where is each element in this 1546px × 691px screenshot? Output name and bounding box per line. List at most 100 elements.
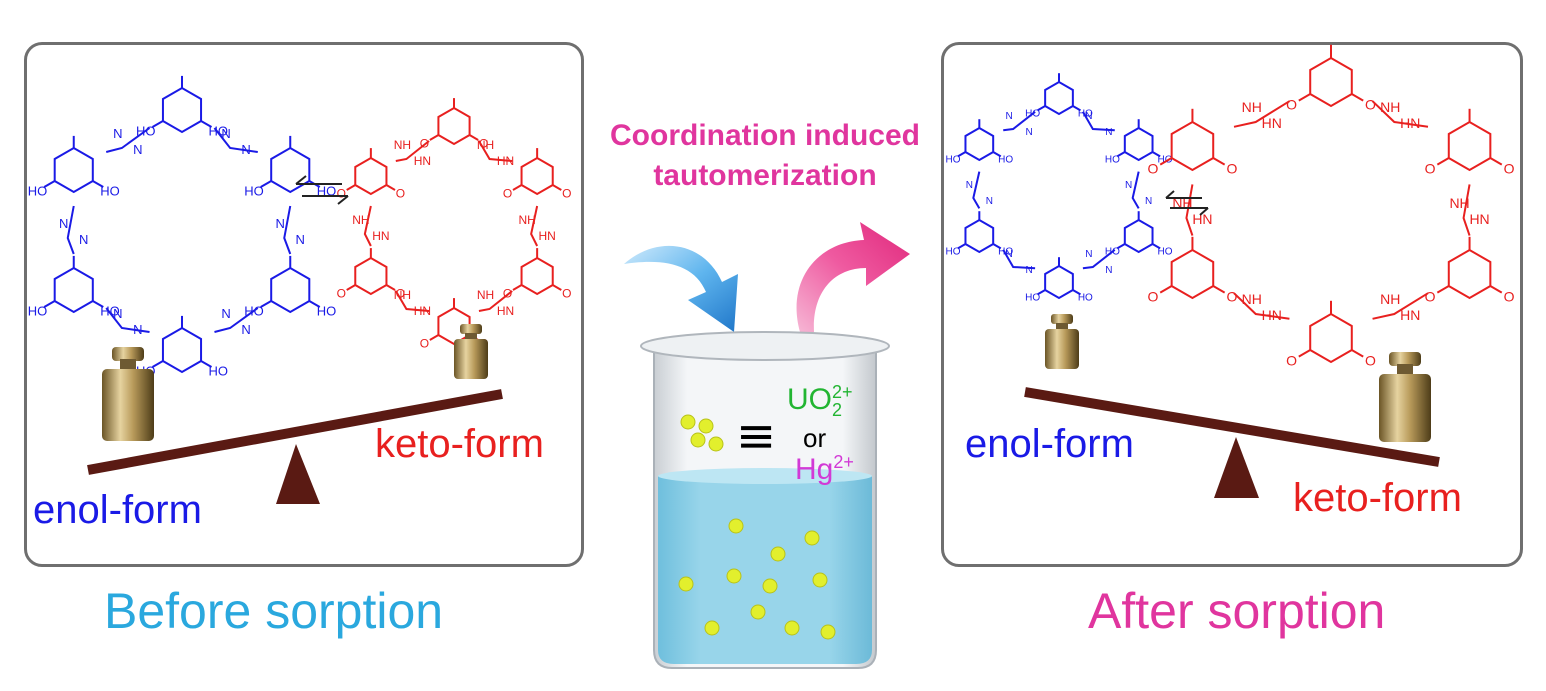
atom-label: HO <box>317 183 337 198</box>
atom-label: N <box>59 216 68 231</box>
atom-label: N <box>1006 111 1013 122</box>
equiv-symbol: ≡ <box>736 408 777 464</box>
atom-label: HO <box>1158 155 1173 166</box>
hydrazone-linker <box>213 127 258 153</box>
substituent-bond <box>1152 243 1161 250</box>
hydrazone-linker <box>395 140 430 162</box>
inflow-arrow <box>624 245 738 332</box>
atom-label: HO <box>945 247 960 258</box>
atom-label: N <box>276 216 285 231</box>
atom-label: N <box>221 306 230 321</box>
substituent-bond <box>957 243 966 250</box>
substituent-bond <box>92 300 104 308</box>
atom-label: N <box>1006 249 1013 260</box>
hydrazone-linker <box>214 307 259 333</box>
hydrazone-linker <box>1233 100 1290 128</box>
atom-label: HO <box>100 303 120 318</box>
metal-ion-particle <box>678 576 694 592</box>
metal-ion-particles <box>678 518 836 640</box>
hydrazone-linker <box>1185 184 1194 236</box>
before-sorption-caption: Before sorption <box>104 583 444 639</box>
balance-fulcrum <box>276 444 320 504</box>
hydrazone-linker <box>1462 184 1471 236</box>
atom-label: N <box>241 142 250 157</box>
substituent-bond <box>1212 285 1226 294</box>
substituent-bond <box>1037 105 1046 112</box>
metal-ion-particle <box>728 518 744 534</box>
atom-label: HN <box>497 154 514 168</box>
mercury-label: Hg2+ <box>795 452 854 487</box>
substituent-bond <box>992 151 1002 158</box>
atom-label: O <box>337 186 346 200</box>
equilibrium-arrows-left <box>295 175 349 205</box>
substituent-bond <box>1159 285 1173 294</box>
substituent-bond <box>346 284 356 291</box>
substituent-bond <box>957 151 966 158</box>
atom-label: N <box>1105 127 1112 138</box>
atom-label: O <box>1365 353 1376 369</box>
atom-label: HN <box>538 229 555 243</box>
balance-beam <box>1024 387 1440 467</box>
substituent-bond <box>1072 105 1081 112</box>
atom-label: N <box>113 126 122 141</box>
atom-label: O <box>1226 289 1237 305</box>
hydrazone-linker <box>1003 111 1036 132</box>
metal-ion-particle <box>704 620 720 636</box>
substituent-bond <box>43 300 56 308</box>
substituent-bond <box>1298 93 1311 102</box>
atom-label: HN <box>1400 115 1420 131</box>
atom-label: O <box>562 186 571 200</box>
atom-label: HO <box>100 183 120 198</box>
metal-ion-particle <box>812 572 828 588</box>
atom-label: NH <box>1242 99 1262 115</box>
enol-form-label-right: enol-form <box>965 422 1134 466</box>
balance-right <box>1024 314 1440 498</box>
atom-label: HO <box>208 363 228 378</box>
atom-label: N <box>79 232 88 247</box>
atom-label: N <box>133 142 142 157</box>
atom-label: O <box>396 186 405 200</box>
atom-label: HO <box>998 155 1013 166</box>
atom-label: N <box>1145 196 1152 207</box>
hydrazone-linker <box>478 290 513 312</box>
atom-label: NH <box>394 138 411 152</box>
metal-ion-particle <box>784 620 800 636</box>
substituent-bond <box>1072 289 1081 296</box>
uranyl-charge: 2+ <box>832 382 853 402</box>
balance-beam <box>87 389 503 475</box>
substituent-bond <box>1298 349 1311 358</box>
equilibrium-arrows-right <box>1165 190 1209 216</box>
water <box>658 476 872 664</box>
substituent-bond <box>429 134 439 141</box>
atom-label: O <box>1226 161 1237 177</box>
atom-label: N <box>296 232 305 247</box>
atom-label: O <box>503 286 512 300</box>
atom-label: HO <box>208 123 228 138</box>
hydrazone-linker <box>1371 100 1429 128</box>
center-title: Coordination induced tautomerization <box>588 116 942 196</box>
hydrazone-linker <box>105 307 150 333</box>
metal-ion-particle <box>804 530 820 546</box>
balance-fulcrum <box>1214 437 1259 498</box>
atom-label: HN <box>414 154 431 168</box>
hydrazone-linker <box>1131 171 1140 209</box>
substituent-bond <box>552 284 562 291</box>
hydrazone-linker <box>283 205 292 255</box>
substituent-bond <box>1159 157 1173 166</box>
substituent-bond <box>1436 285 1450 294</box>
legend-particles <box>680 414 724 452</box>
atom-label: HN <box>1469 211 1489 227</box>
atom-label: HO <box>1078 293 1093 304</box>
substituent-bond <box>92 180 104 188</box>
substituent-bond <box>260 180 272 188</box>
substituent-bond <box>1116 151 1126 158</box>
atom-label: NH <box>352 213 369 227</box>
mercury-text: Hg <box>795 453 834 486</box>
atom-label: NH <box>1449 195 1469 211</box>
hydrazone-linker <box>1082 249 1116 270</box>
atom-label: HN <box>1262 115 1282 131</box>
metal-ion-particle <box>770 546 786 562</box>
substituent-bond <box>1436 157 1450 166</box>
